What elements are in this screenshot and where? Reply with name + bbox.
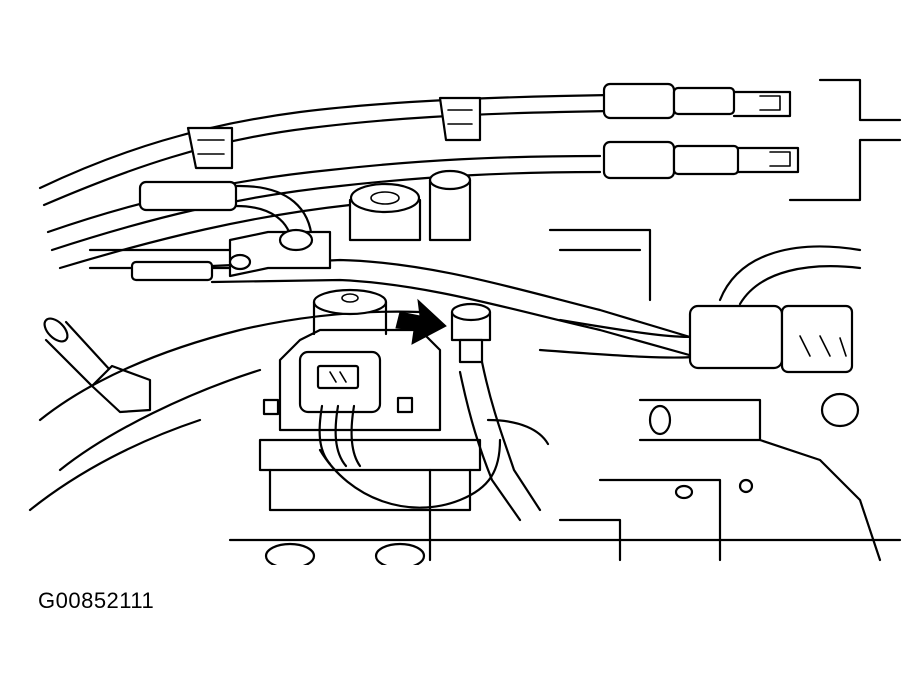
upper-hose-bundle	[38, 93, 612, 270]
engine-bay-illustration	[28, 78, 902, 570]
hose-clip-left	[186, 126, 234, 170]
sensor-bolt	[450, 302, 550, 522]
hose-clip-center	[438, 96, 482, 142]
figure-id-label: G00852111	[38, 588, 155, 613]
throttle-body-tower	[348, 169, 472, 242]
fuel-line	[88, 248, 702, 360]
bracket-bolt	[228, 228, 332, 278]
harness-connector-right	[538, 245, 862, 374]
engine-block-lower	[228, 468, 902, 570]
upper-connector-2	[602, 140, 800, 180]
vacuum-hose-left	[138, 180, 314, 246]
intake-pipe-left	[28, 310, 422, 512]
egr-wiring	[318, 404, 502, 509]
egr-valve	[258, 288, 482, 512]
engine-block-right	[548, 78, 902, 562]
upper-connector-1	[602, 82, 792, 120]
pointer-arrow	[395, 298, 447, 345]
